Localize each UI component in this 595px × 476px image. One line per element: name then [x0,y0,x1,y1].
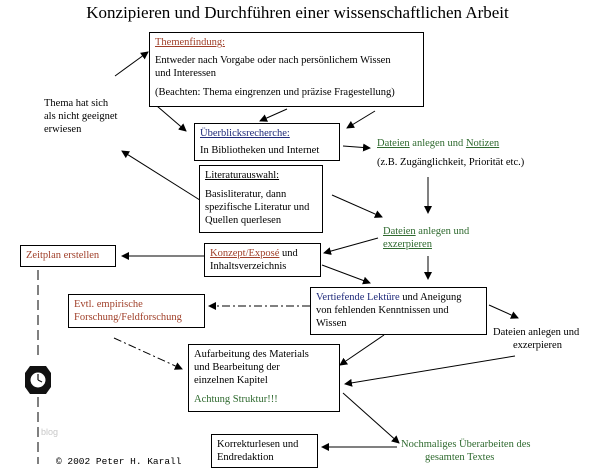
thema-note-line3: erwiesen [44,124,82,135]
lektuere-part1: Vertiefende Lektüre [316,292,400,303]
thema-note-line1: Thema hat sich [44,98,109,109]
aufarbeitung-line2: und Bearbeitung der [194,362,280,373]
konzept-box: Konzept/Exposé und Inhaltsverzeichnis [204,243,321,277]
dateien1-part3: Notizen [465,138,500,149]
dateien2-part3: exzerpieren [383,239,432,250]
themenfindung-line2: und Interessen [155,68,216,79]
ueberarbeiten-line2: gesamten Textes [425,452,495,463]
konzept-line2: Inhaltsverzeichnis [210,261,287,272]
watermark: blog [41,427,59,437]
korrektur-box: Korrekturlesen und Endredaktion [211,434,318,468]
konzept-tail: und [279,248,298,259]
themenfindung-line3: (Beachten: Thema eingrenzen und präzise … [155,87,395,98]
ueberblick-heading: Überblicksrecherche: [200,128,290,139]
dateien3-label: Dateien anlegen und exzerpieren [493,326,579,352]
arrow-dateien3-to-aufarbeitung [344,355,516,387]
thema-note-line2: als nicht geeignet [44,111,118,122]
dateien2-part2: anlegen und [415,226,470,237]
aufarbeitung-line4: Achtung Struktur!!! [194,394,278,405]
thema-note: Thema hat sich als nicht geeignet erwies… [44,97,117,136]
themenfindung-heading: Themenfindung: [155,37,225,48]
literatur-line3: Quellen querlesen [205,215,282,226]
literatur-line2: spezifische Literatur und [205,202,310,213]
dateien2-part1: Dateien [383,226,416,237]
arrow-ueberblick-to-dateien1 [342,143,371,152]
konzept-heading: Konzept/Exposé [210,248,280,259]
ueberblick-box: Überblicksrecherche: In Bibliotheken und… [194,123,340,161]
page-title: Konzipieren und Durchführen einer wissen… [86,3,509,22]
literatur-line1: Basisliteratur, dann [205,189,287,200]
arrow-themen-to-ueberblick [259,108,288,122]
dateien1-part2: anlegen und [409,138,466,149]
dateien1-sub: (z.B. Zugänglichkeit, Priorität etc.) [377,157,525,168]
arrow-literatur-to-thema [121,150,204,203]
arrow-dateien2-to-konzept [323,237,379,255]
clock-icon [25,366,51,394]
zeitplan-box: Zeitplan erstellen [20,245,116,267]
arrow-literatur-to-dateien2 [331,194,383,218]
literatur-box: Literaturauswahl: Basisliteratur, dann s… [199,165,323,233]
empirisch-line1: Evtl. empirische [74,299,143,310]
aufarbeitung-line1: Aufarbeitung des Materials [194,349,309,360]
arrow-thema-to-themenfindung [114,51,149,77]
dateien1-label: Dateien anlegen und Notizen (z.B. Zugäng… [377,137,524,169]
lektuere-line2: von fehlenden Kenntnissen und [316,305,449,316]
korrektur-line1: Korrekturlesen und [217,439,299,450]
aufarbeitung-line3: einzelnen Kapitel [194,375,268,386]
themenfindung-line1: Entweder nach Vorgabe oder nach persönli… [155,55,391,66]
zeitplan-label: Zeitplan erstellen [26,250,100,261]
ueberblick-text: In Bibliotheken und Internet [200,145,320,156]
lektuere-box: Vertiefende Lektüre und Aneigung von feh… [310,287,487,335]
themenfindung-box: Themenfindung: Entweder nach Vorgabe ode… [149,32,424,107]
copyright: © 2002 Peter H. Karall [56,456,182,467]
arrow-lektuere-to-dateien3 [488,304,519,319]
arrow-ueberblick-from-right [346,110,376,129]
lektuere-part2: und Aneigung [399,292,462,303]
dateien3-line2: exzerpieren [513,340,562,351]
aufarbeitung-box: Aufarbeitung des Materials und Bearbeitu… [188,344,340,412]
arrow-lektuere-to-aufarbeitung [339,334,385,366]
arrow-aufarbeitung-to-ueberarbeiten [342,392,400,444]
empirisch-line2: Forschung/Feldforschung [74,312,182,323]
arrow-konzept-to-lektuere [321,264,371,285]
ueberarbeiten-line1: Nochmaliges Überarbeiten des [401,439,531,450]
dateien1-part1: Dateien [377,138,410,149]
arrow-empirisch-to-aufarbeitung [113,337,183,370]
dateien3-line1: Dateien anlegen und [493,327,580,338]
lektuere-line3: Wissen [316,318,347,329]
ueberarbeiten-label: Nochmaliges Überarbeiten des gesamten Te… [401,438,530,464]
literatur-heading: Literaturauswahl: [205,170,280,181]
korrektur-line2: Endredaktion [217,452,274,463]
empirisch-box: Evtl. empirische Forschung/Feldforschung [68,294,205,328]
dateien2-label: Dateien anlegen und exzerpieren [383,225,469,251]
